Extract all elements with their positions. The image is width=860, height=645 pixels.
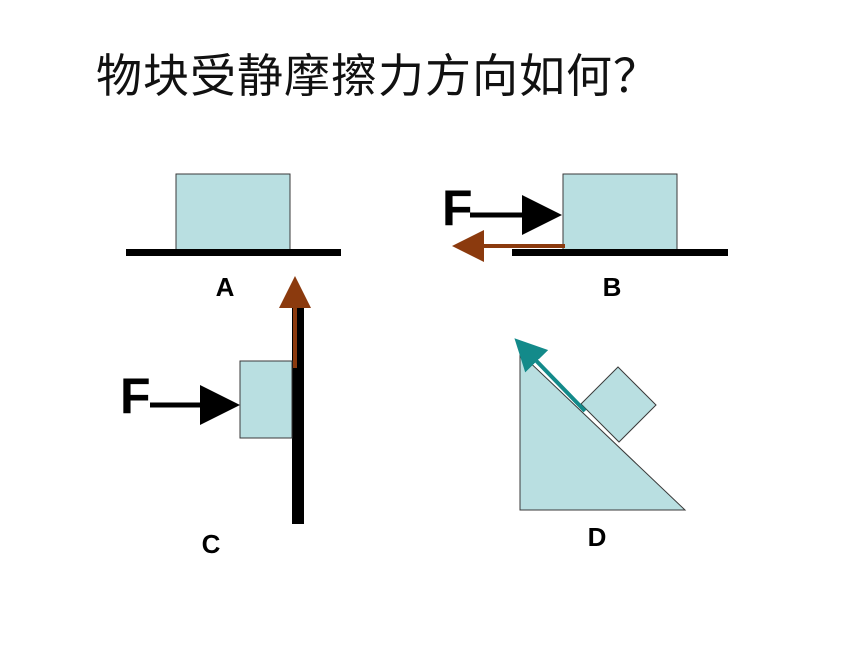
- incline-d: [519, 351, 687, 511]
- force-label-b: F: [442, 180, 473, 236]
- label-b: B: [603, 272, 622, 302]
- ground-b: [512, 249, 728, 256]
- label-d: D: [588, 522, 607, 552]
- label-a: A: [216, 272, 235, 302]
- panel-b: F B: [442, 173, 728, 302]
- ground-a: [126, 249, 341, 256]
- block-d: [580, 366, 657, 443]
- panel-d: D: [514, 338, 687, 552]
- force-label-c: F: [120, 368, 151, 424]
- panel-c: F C: [120, 276, 311, 559]
- friction-arrow-d: [514, 338, 587, 413]
- block-c: [239, 360, 293, 439]
- label-c: C: [202, 529, 221, 559]
- block-a: [175, 173, 291, 252]
- block-b: [562, 173, 678, 252]
- panel-a: A: [126, 173, 341, 302]
- slide-title: 物块受静摩擦力方向如何？: [96, 49, 660, 103]
